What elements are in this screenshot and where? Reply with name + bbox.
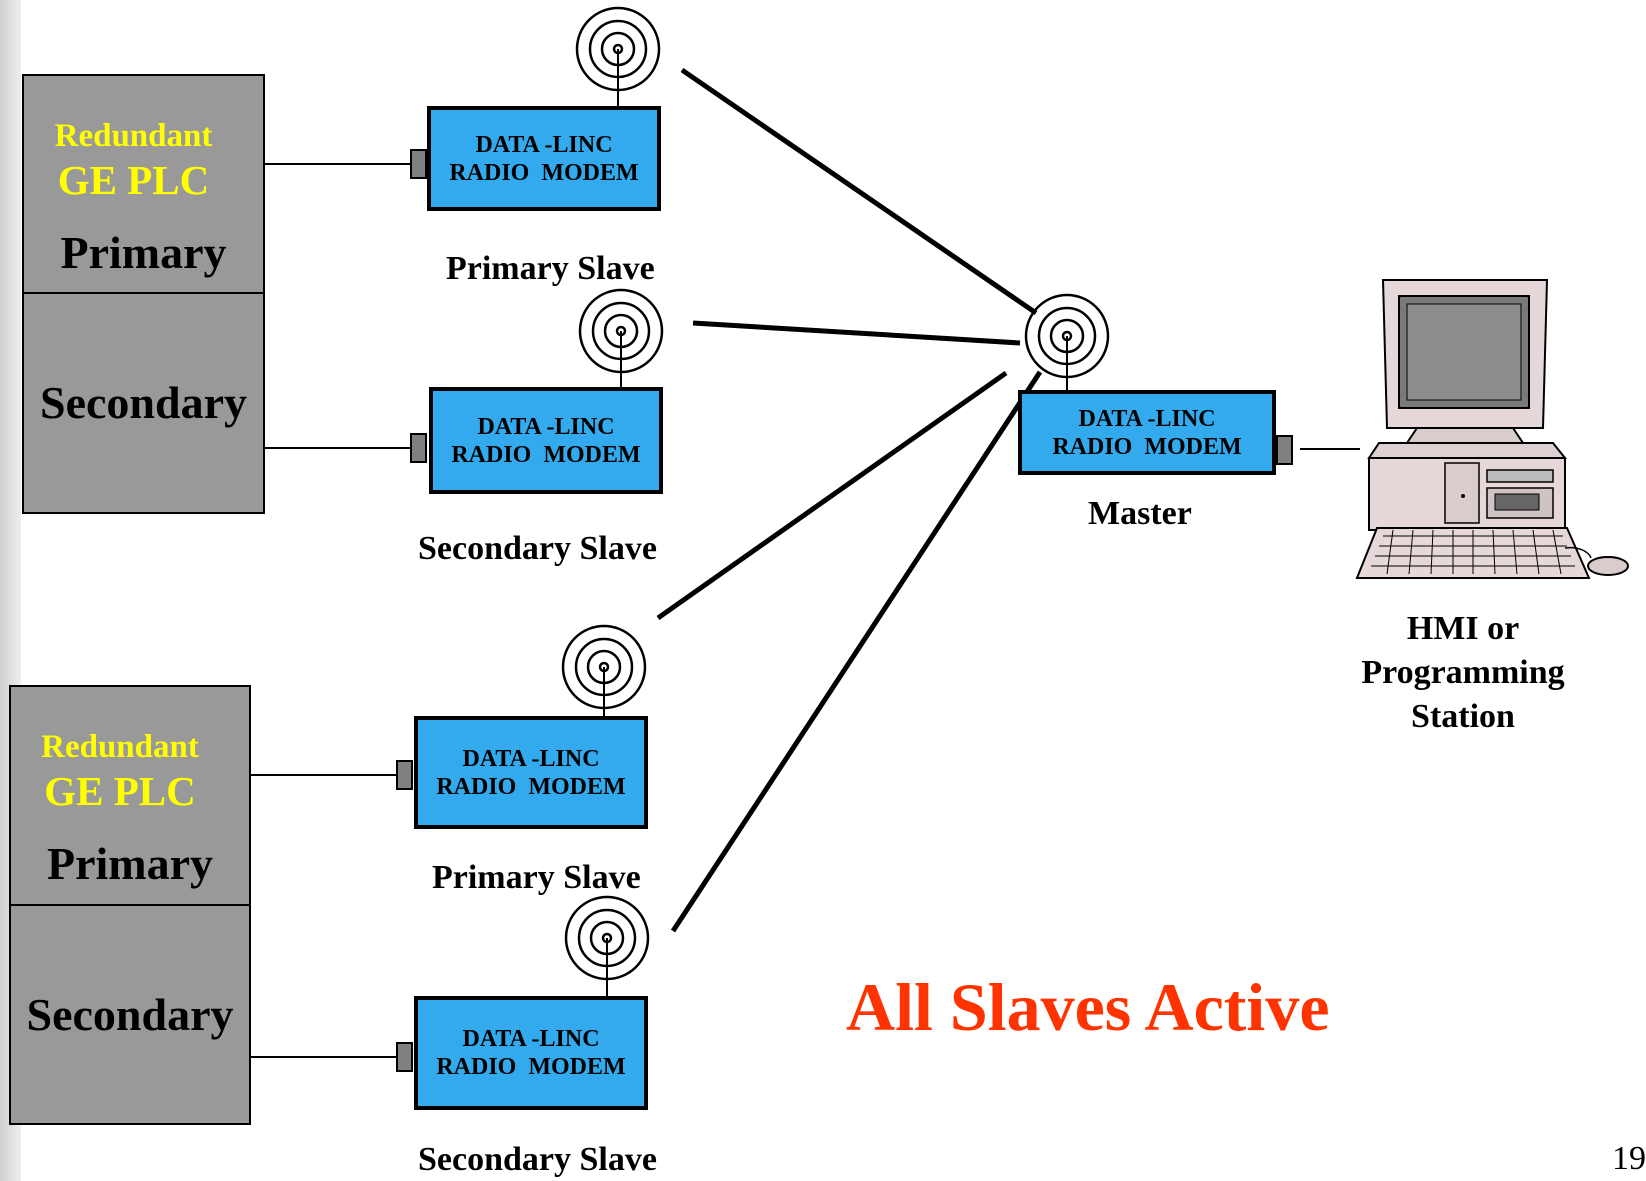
station-label-line3: Station <box>1411 698 1515 735</box>
plc-title-ge-plc: GE PLC <box>57 157 210 203</box>
modem-port <box>396 760 413 790</box>
master-label: Master <box>1088 495 1192 532</box>
radio-modem-primary-slave: DATA -LINC RADIO MODEM <box>414 716 648 829</box>
slave-label: Secondary Slave <box>418 1141 657 1178</box>
plc-primary-box: Redundant GE PLC Primary <box>22 74 265 294</box>
modem-line2: RADIO MODEM <box>451 441 641 468</box>
plc-primary-box: Redundant GE PLC Primary <box>9 685 251 906</box>
modem-port <box>410 433 427 463</box>
slave-label: Primary Slave <box>432 859 641 896</box>
modem-line1: DATA -LINC <box>477 413 615 440</box>
radio-link-secondary-slave-1 <box>692 320 1021 346</box>
modem-line2: RADIO MODEM <box>1052 433 1242 460</box>
plc-secondary-box: Secondary <box>9 904 251 1125</box>
radio-link-primary-slave-2 <box>656 370 1008 621</box>
plc-title-redundant: Redundant <box>54 118 213 154</box>
page-number: 19 <box>1612 1140 1646 1177</box>
modem-line2: RADIO MODEM <box>449 159 639 186</box>
slave-label: Secondary Slave <box>418 530 657 567</box>
modem-line1: DATA -LINC <box>475 131 613 158</box>
modem-line1: DATA -LINC <box>462 745 600 772</box>
plc-secondary-box: Secondary <box>22 292 265 514</box>
plc-primary-label: Primary <box>60 227 227 278</box>
modem-line1: DATA -LINC <box>1078 405 1216 432</box>
plc-secondary-label: Secondary <box>26 989 234 1040</box>
computer-icon <box>1355 279 1629 579</box>
radio-modem-master: DATA -LINC RADIO MODEM <box>1018 390 1276 475</box>
plc-title-ge-plc: GE PLC <box>44 768 196 814</box>
slave-label: Primary Slave <box>446 250 655 287</box>
plc-secondary-label: Secondary <box>40 377 247 428</box>
radio-link-primary-slave-1 <box>680 67 1038 316</box>
modem-line2: RADIO MODEM <box>436 773 626 800</box>
station-label-line1: HMI or <box>1406 610 1520 647</box>
plc-title-redundant: Redundant <box>41 729 199 765</box>
modem-line1: DATA -LINC <box>462 1026 600 1052</box>
radio-link-secondary-slave-2 <box>670 370 1043 933</box>
modem-line2: RADIO MODEM <box>436 1054 626 1080</box>
radio-modem-primary-slave: DATA -LINC RADIO MODEM <box>427 106 661 211</box>
radio-modem-secondary-slave: DATA -LINC RADIO MODEM <box>414 996 648 1110</box>
modem-port <box>410 149 427 179</box>
plc-primary-label: Primary <box>46 838 214 889</box>
station-label-line2: Programming <box>1361 654 1565 691</box>
status-title: All Slaves Active <box>846 969 1330 1045</box>
modem-port <box>1276 435 1293 465</box>
station-label: HMI or Programming Station <box>1333 607 1593 739</box>
modem-port <box>396 1042 413 1072</box>
radio-modem-secondary-slave: DATA -LINC RADIO MODEM <box>429 387 663 494</box>
